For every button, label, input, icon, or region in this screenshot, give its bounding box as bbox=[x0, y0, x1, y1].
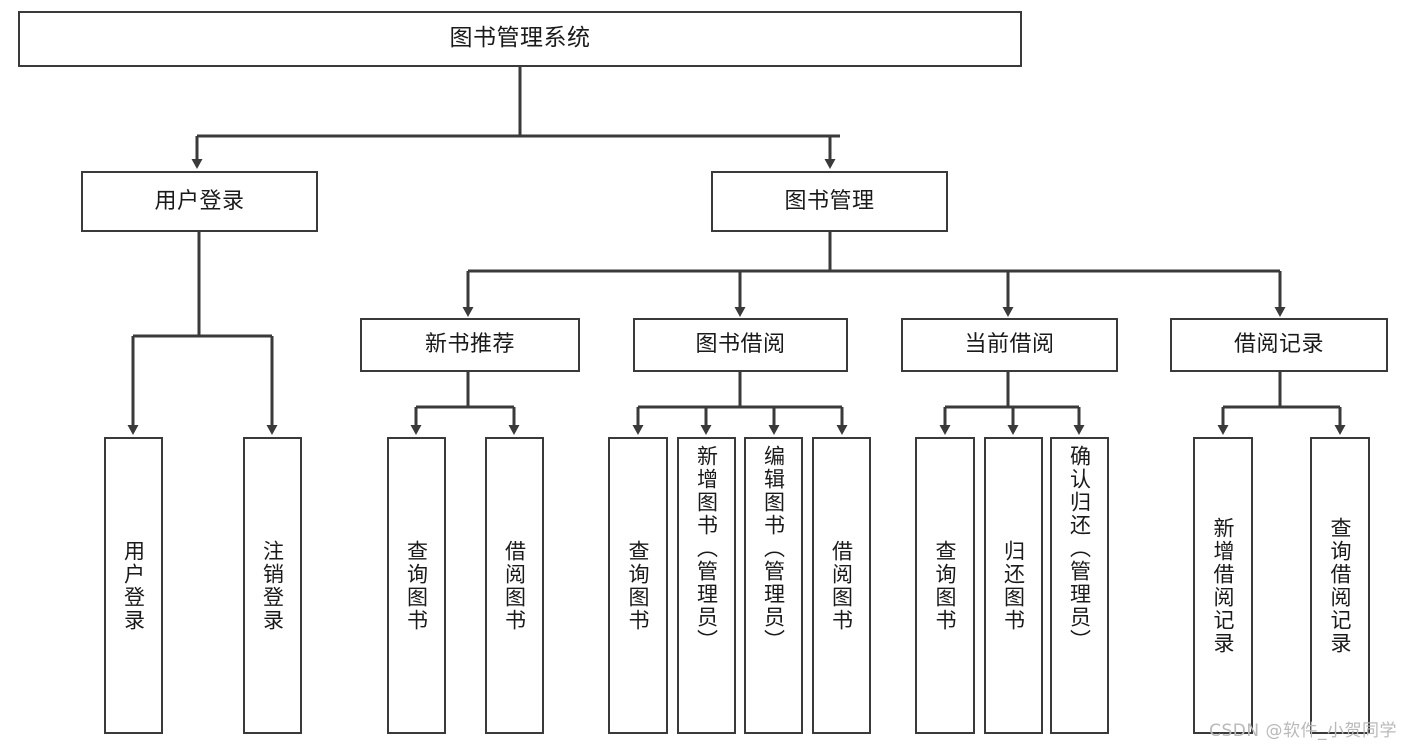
node-label: 用户登录 bbox=[154, 188, 245, 214]
node-book-management[interactable]: 图书管理 bbox=[711, 171, 948, 232]
csdn-watermark: CSDN @软件_小贺同学 bbox=[1209, 721, 1397, 741]
node-label: 当前借阅 bbox=[964, 332, 1055, 358]
node-label: 图书管理 bbox=[784, 188, 875, 214]
node-label: 归还图书 bbox=[1001, 539, 1026, 632]
node-user-login[interactable]: 用户登录 bbox=[81, 171, 318, 232]
node-label: 查询借阅记录 bbox=[1328, 516, 1353, 655]
node-label: 新增图书（管理员） bbox=[694, 445, 719, 652]
node-current-borrow[interactable]: 当前借阅 bbox=[901, 318, 1118, 372]
leaf-current-borrow-return-book[interactable]: 归还图书 bbox=[984, 437, 1043, 734]
leaf-book-borrow-query-book[interactable]: 查询图书 bbox=[608, 437, 668, 734]
node-label: 借阅图书 bbox=[502, 539, 527, 632]
node-new-book-recommend[interactable]: 新书推荐 bbox=[360, 318, 580, 372]
node-label: 新增借阅记录 bbox=[1211, 516, 1236, 655]
node-label: 查询图书 bbox=[626, 539, 651, 632]
leaf-current-borrow-query-book[interactable]: 查询图书 bbox=[915, 437, 975, 734]
leaf-new-book-borrow-book[interactable]: 借阅图书 bbox=[485, 437, 544, 734]
node-root-book-management-system[interactable]: 图书管理系统 bbox=[18, 11, 1022, 67]
node-borrow-record[interactable]: 借阅记录 bbox=[1170, 318, 1388, 372]
node-label: 查询图书 bbox=[933, 539, 958, 632]
leaf-current-borrow-confirm-return-admin[interactable]: 确认归还（管理员） bbox=[1050, 437, 1109, 734]
leaf-book-borrow-add-book-admin[interactable]: 新增图书（管理员） bbox=[677, 437, 736, 734]
node-label: 查询图书 bbox=[404, 539, 429, 632]
node-label: 新书推荐 bbox=[424, 332, 515, 358]
node-book-borrow[interactable]: 图书借阅 bbox=[633, 318, 848, 372]
node-label: 借阅记录 bbox=[1233, 332, 1324, 358]
leaf-user-login-signout[interactable]: 注销登录 bbox=[243, 437, 302, 734]
node-label: 编辑图书（管理员） bbox=[761, 445, 786, 652]
leaf-borrow-record-add-record[interactable]: 新增借阅记录 bbox=[1193, 437, 1253, 734]
node-label: 借阅图书 bbox=[829, 539, 854, 632]
node-label: 图书管理系统 bbox=[449, 25, 591, 52]
leaf-new-book-query-book[interactable]: 查询图书 bbox=[387, 437, 446, 734]
leaf-borrow-record-query-record[interactable]: 查询借阅记录 bbox=[1310, 437, 1370, 734]
leaf-book-borrow-borrow-book[interactable]: 借阅图书 bbox=[812, 437, 871, 734]
leaf-user-login-signin[interactable]: 用户登录 bbox=[104, 437, 163, 734]
node-label: 图书借阅 bbox=[695, 332, 786, 358]
node-label: 确认归还（管理员） bbox=[1067, 445, 1092, 652]
node-label: 用户登录 bbox=[121, 539, 146, 632]
leaf-book-borrow-edit-book-admin[interactable]: 编辑图书（管理员） bbox=[744, 437, 803, 734]
node-label: 注销登录 bbox=[260, 539, 285, 632]
